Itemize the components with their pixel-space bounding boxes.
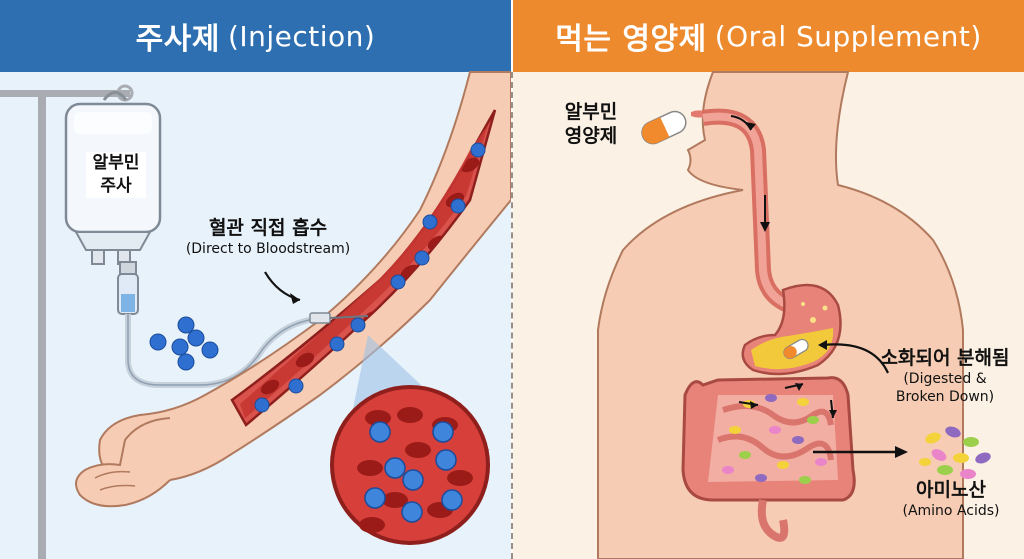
amino-label-ko: 아미노산: [916, 479, 986, 501]
oral-header: 먹는 영양제 (Oral Supplement): [513, 0, 1024, 72]
amino-label: 아미노산 (Amino Acids): [891, 478, 1011, 520]
injection-title-en: (Injection): [227, 19, 376, 53]
capsule: [641, 110, 687, 145]
absorption-label-ko: 혈관 직접 흡수: [208, 217, 328, 239]
absorption-label: 혈관 직접 흡수 (Direct to Bloodstream): [168, 216, 368, 258]
amino-acids-cluster: [919, 426, 991, 479]
oral-illustration: [597, 71, 991, 559]
arm: [75, 71, 511, 508]
needle: [309, 312, 369, 324]
pill-label-line1: 알부민: [564, 101, 618, 123]
digest-label: 소화되어 분해됨 (Digested & Broken Down): [871, 346, 1019, 406]
injection-illustration: [0, 71, 511, 559]
pill-label: 알부민 영양제: [541, 100, 641, 148]
injection-title-ko: 주사제: [135, 22, 220, 57]
injection-panel: 주사제 (Injection): [0, 0, 511, 559]
digest-arrow: [822, 343, 890, 374]
iv-bag-label: 알부민 주사: [86, 152, 146, 198]
bag-label-line2: 주사: [100, 176, 132, 196]
albumin-spheres-floating: [149, 316, 219, 371]
oral-panel: 먹는 영양제 (Oral Supplement): [513, 0, 1024, 559]
digest-label-ko: 소화되어 분해됨: [880, 347, 1010, 369]
oral-title-en: (Oral Supplement): [714, 19, 982, 53]
amino-label-en: (Amino Acids): [902, 503, 1000, 519]
bag-label-line1: 알부민: [92, 153, 140, 173]
injection-header: 주사제 (Injection): [0, 0, 511, 72]
iv-bag: [64, 91, 162, 315]
zoom-magnifier: [330, 335, 490, 545]
pill-label-line2: 영양제: [564, 125, 618, 147]
oral-title-ko: 먹는 영양제: [555, 22, 707, 57]
panel-divider: [511, 72, 513, 559]
digest-label-en-line2: Broken Down): [895, 389, 995, 405]
absorption-label-en: (Direct to Bloodstream): [185, 241, 351, 257]
absorption-arrow: [264, 271, 301, 302]
digest-label-en-line1: (Digested &: [903, 371, 987, 387]
dissolving-capsule: [783, 338, 809, 360]
vessel-albumin-spheres: [254, 142, 486, 413]
